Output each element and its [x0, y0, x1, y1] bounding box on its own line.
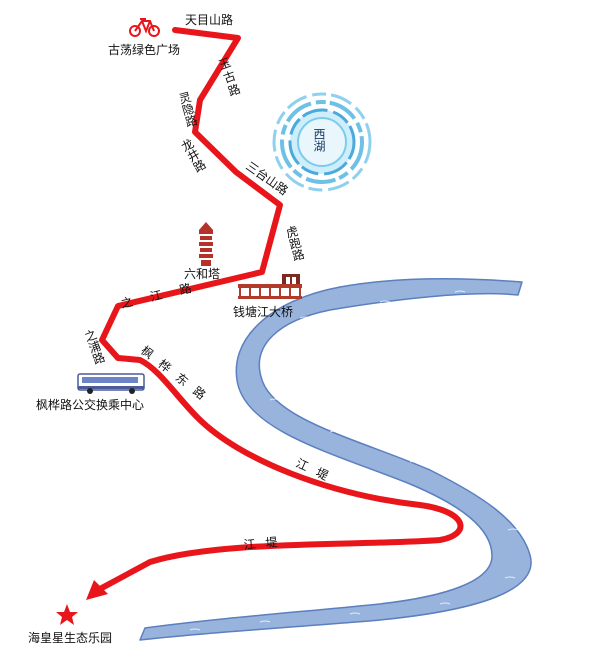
- pagoda-label: 六和塔: [184, 267, 220, 281]
- route: [86, 27, 464, 600]
- bus-icon: [77, 373, 145, 394]
- road-zhijiang: 之江路: [119, 276, 210, 311]
- road-jiangdi-2: 江堤: [243, 534, 288, 552]
- road-hupao: 虎跑路: [283, 224, 306, 263]
- bus-hub-label: 枫桦路公交换乘中心: [36, 397, 144, 412]
- star-icon: [56, 604, 78, 625]
- bicycle-icon: [129, 18, 160, 37]
- route-arrowhead: [86, 580, 108, 600]
- road-yugu: 玉古路: [215, 56, 243, 100]
- road-tianmushan: 天目山路: [185, 12, 233, 27]
- bridge-icon: [238, 274, 302, 299]
- pagoda-icon: [199, 222, 213, 266]
- river-ripples: [189, 290, 519, 631]
- start-label: 古荡绿色广场: [108, 42, 180, 57]
- river-body: [139, 278, 532, 641]
- route-line: [95, 27, 464, 593]
- west-lake-label: 西湖: [312, 128, 326, 152]
- qiantang-river: [139, 278, 532, 641]
- end-label: 海皇星生态乐园: [28, 630, 112, 645]
- west-lake: 西湖: [272, 92, 372, 192]
- bridge-label: 钱塘江大桥: [233, 304, 293, 319]
